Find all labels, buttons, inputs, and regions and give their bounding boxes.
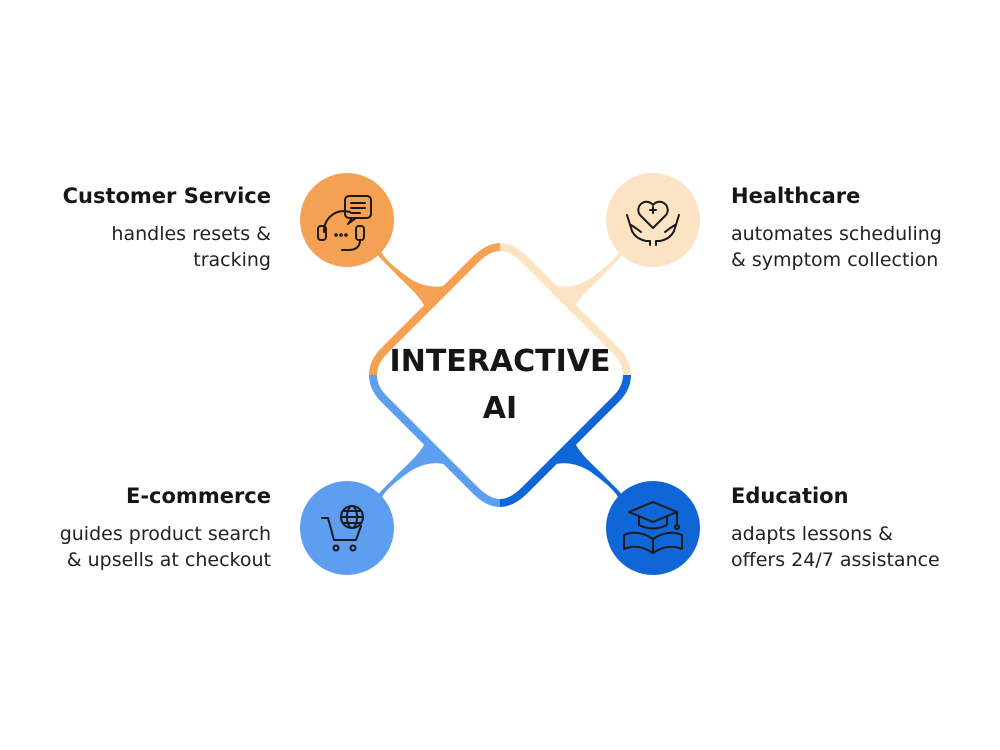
ecommerce-desc-line-2: & upsells at checkout <box>66 549 271 571</box>
connector-customer-service <box>374 228 452 309</box>
healthcare-desc-line-2: & symptom collection <box>731 249 939 271</box>
customer-service-block: Customer Service handles resets & tracki… <box>21 181 271 273</box>
ecommerce-block: E-commerce guides product search & upsel… <box>21 481 271 573</box>
node-circle-customer-service <box>300 173 394 267</box>
customer-service-desc-line-1: handles resets & <box>111 223 271 245</box>
ecommerce-title: E-commerce <box>126 484 271 508</box>
customer-service-description: handles resets & tracking <box>21 221 271 273</box>
education-title: Education <box>731 484 849 508</box>
center-title-line-2: AI <box>482 391 518 426</box>
healthcare-desc-line-1: automates scheduling <box>731 223 942 245</box>
globe-cart-icon <box>321 505 364 552</box>
healthcare-block: Healthcare automates scheduling & sympto… <box>731 181 981 273</box>
ecommerce-description: guides product search & upsells at check… <box>21 521 271 573</box>
node-circle-healthcare <box>606 173 700 267</box>
center-title: INTERACTIVE AI <box>380 338 620 432</box>
customer-service-title: Customer Service <box>62 184 271 208</box>
headset-chat-icon <box>317 195 372 251</box>
healthcare-description: automates scheduling & symptom collectio… <box>731 221 981 273</box>
ecommerce-desc-line-1: guides product search <box>59 523 271 545</box>
graduation-book-icon <box>623 501 683 554</box>
heart-hands-icon <box>626 200 680 246</box>
connector-ecommerce <box>374 441 452 522</box>
education-desc-line-1: adapts lessons & <box>731 523 893 545</box>
customer-service-desc-line-2: tracking <box>193 249 271 271</box>
education-desc-line-2: offers 24/7 assistance <box>731 549 940 571</box>
education-block: Education adapts lessons & offers 24/7 a… <box>731 481 981 573</box>
education-description: adapts lessons & offers 24/7 assistance <box>731 521 981 573</box>
connector-education <box>548 441 626 522</box>
center-title-line-1: INTERACTIVE <box>389 344 611 379</box>
healthcare-title: Healthcare <box>731 184 861 208</box>
connector-healthcare <box>548 228 626 309</box>
node-circle-ecommerce <box>300 481 394 575</box>
